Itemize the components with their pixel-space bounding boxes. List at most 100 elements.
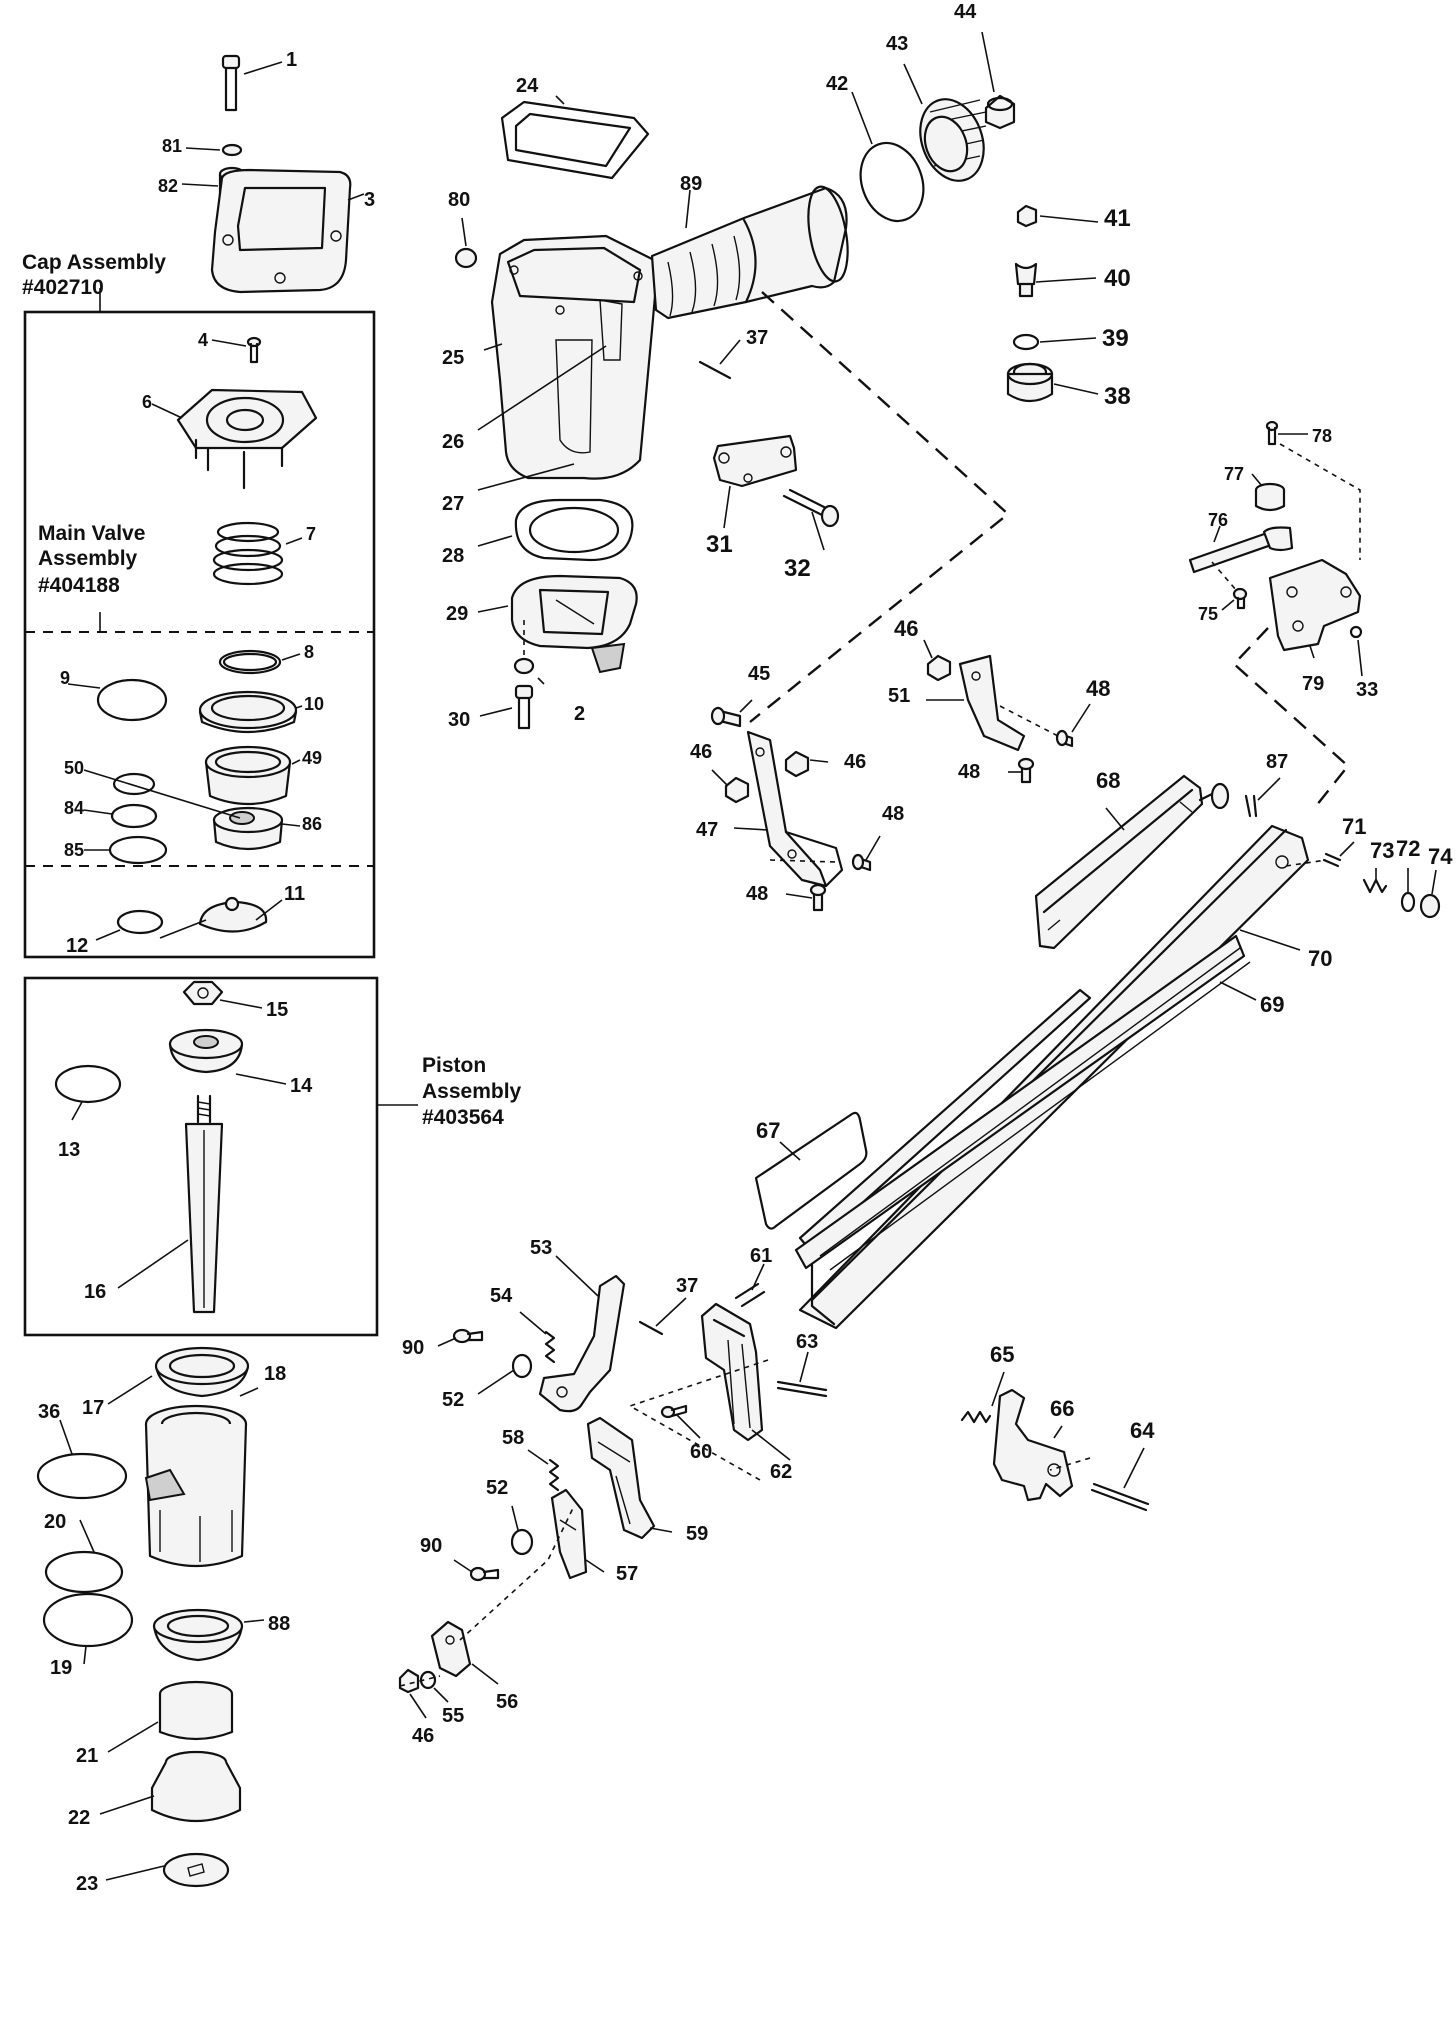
callout-25: 25 <box>442 347 464 369</box>
callout-63: 63 <box>796 1331 818 1353</box>
part-75-screw <box>1232 587 1248 610</box>
callout-48-a: 48 <box>882 803 904 825</box>
part-79-bracket <box>1268 558 1362 652</box>
part-37-pin <box>698 360 732 380</box>
part-43-end-cap <box>919 98 987 182</box>
part-76-spring <box>1188 526 1294 574</box>
piston-assembly-number: #403564 <box>422 1106 504 1129</box>
callout-74: 74 <box>1428 844 1453 869</box>
part-52-washer-b <box>510 1528 534 1556</box>
part-61-pin <box>734 1282 766 1308</box>
part-46-nut-b <box>784 750 810 778</box>
part-44-plug <box>984 94 1016 130</box>
callout-90-b: 90 <box>420 1535 442 1557</box>
callout-8: 8 <box>304 642 314 662</box>
callout-36: 36 <box>38 1401 60 1423</box>
part-48-screw-a <box>851 853 872 872</box>
part-28-gasket <box>514 498 634 562</box>
part-80-plug <box>454 247 478 269</box>
part-67-label <box>754 1111 868 1230</box>
part-88-seal <box>152 1608 244 1662</box>
part-13-o-ring <box>54 1064 122 1104</box>
part-46-nut-c <box>926 654 952 682</box>
main-valve-assembly-title-2: Assembly <box>38 547 138 570</box>
part-18-cylinder <box>144 1404 248 1568</box>
part-3-cap <box>210 168 352 294</box>
callout-50: 50 <box>64 758 84 778</box>
cap-main-valve-box <box>23 288 376 959</box>
main-valve-assembly-number: #404188 <box>38 574 120 597</box>
callout-55: 55 <box>442 1705 464 1727</box>
callout-41: 41 <box>1104 205 1131 232</box>
callout-61: 61 <box>750 1245 772 1267</box>
callout-72: 72 <box>1396 836 1420 861</box>
part-32-bolt <box>782 488 840 528</box>
part-66-latch <box>992 1388 1074 1502</box>
callout-46-b: 46 <box>844 751 866 773</box>
callout-70: 70 <box>1308 946 1332 971</box>
callout-27: 27 <box>442 493 464 515</box>
part-39-o-ring <box>1012 333 1040 351</box>
part-25-body <box>490 234 660 480</box>
callout-85: 85 <box>64 840 84 860</box>
part-number-callouts: 1 81 82 3 4 6 7 8 9 10 49 50 84 85 86 11… <box>38 1 1453 1895</box>
part-36-o-ring <box>36 1452 128 1500</box>
callout-75: 75 <box>1198 604 1218 624</box>
callout-87: 87 <box>1266 751 1288 773</box>
assembly-titles: Cap Assembly #402710 Main Valve Assembly… <box>22 251 522 1129</box>
callout-38: 38 <box>1104 383 1131 410</box>
part-2-washer <box>513 657 535 675</box>
callout-33: 33 <box>1356 679 1378 701</box>
callout-77: 77 <box>1224 464 1244 484</box>
callout-86: 86 <box>302 814 322 834</box>
callout-7: 7 <box>306 524 316 544</box>
piston-assembly-box <box>23 976 418 1337</box>
part-23-plug <box>162 1852 230 1888</box>
callout-69: 69 <box>1260 992 1284 1017</box>
callout-47: 47 <box>696 819 718 841</box>
callout-6: 6 <box>142 392 152 412</box>
callout-19: 19 <box>50 1657 72 1679</box>
main-valve-assembly-title: Main Valve <box>38 522 145 545</box>
callout-48-b: 48 <box>746 883 768 905</box>
part-74-cap <box>1419 893 1441 919</box>
callout-23: 23 <box>76 1873 98 1895</box>
callout-73: 73 <box>1370 838 1394 863</box>
part-81-washer <box>221 143 243 157</box>
callout-31: 31 <box>706 531 733 558</box>
callout-57: 57 <box>616 1563 638 1585</box>
part-56-adjuster <box>430 1620 472 1678</box>
callout-76: 76 <box>1208 510 1228 530</box>
callout-88: 88 <box>268 1613 290 1635</box>
part-90-screw-b <box>469 1566 500 1582</box>
part-7-spring <box>212 521 284 586</box>
callout-3: 3 <box>364 189 375 211</box>
part-11-deflector <box>198 896 268 933</box>
callout-12: 12 <box>66 935 88 957</box>
part-42-o-ring <box>859 141 925 223</box>
callout-13: 13 <box>58 1139 80 1161</box>
callout-14: 14 <box>290 1075 313 1097</box>
part-12-o-ring <box>116 909 164 935</box>
callout-45: 45 <box>748 663 770 685</box>
callout-49: 49 <box>302 748 322 768</box>
part-10-seal <box>198 690 298 734</box>
part-49-valve-body <box>204 745 292 806</box>
part-64-pin <box>1090 1482 1150 1512</box>
part-16-driver <box>184 1094 224 1314</box>
callout-65: 65 <box>990 1342 1014 1367</box>
part-46-nut-d <box>398 1668 420 1694</box>
callout-59: 59 <box>686 1523 708 1545</box>
part-24-gasket <box>500 100 650 180</box>
part-68-follower <box>1034 774 1230 950</box>
part-8-ring <box>218 649 282 675</box>
part-52-washer-a <box>511 1353 533 1379</box>
callout-43: 43 <box>886 33 908 55</box>
part-38-cap <box>1006 362 1054 403</box>
callout-51: 51 <box>888 685 910 707</box>
part-78-screw <box>1265 420 1279 446</box>
callout-56: 56 <box>496 1691 518 1713</box>
part-84-o-ring <box>110 803 158 829</box>
part-53-trigger <box>538 1274 626 1413</box>
callout-68: 68 <box>1096 768 1120 793</box>
